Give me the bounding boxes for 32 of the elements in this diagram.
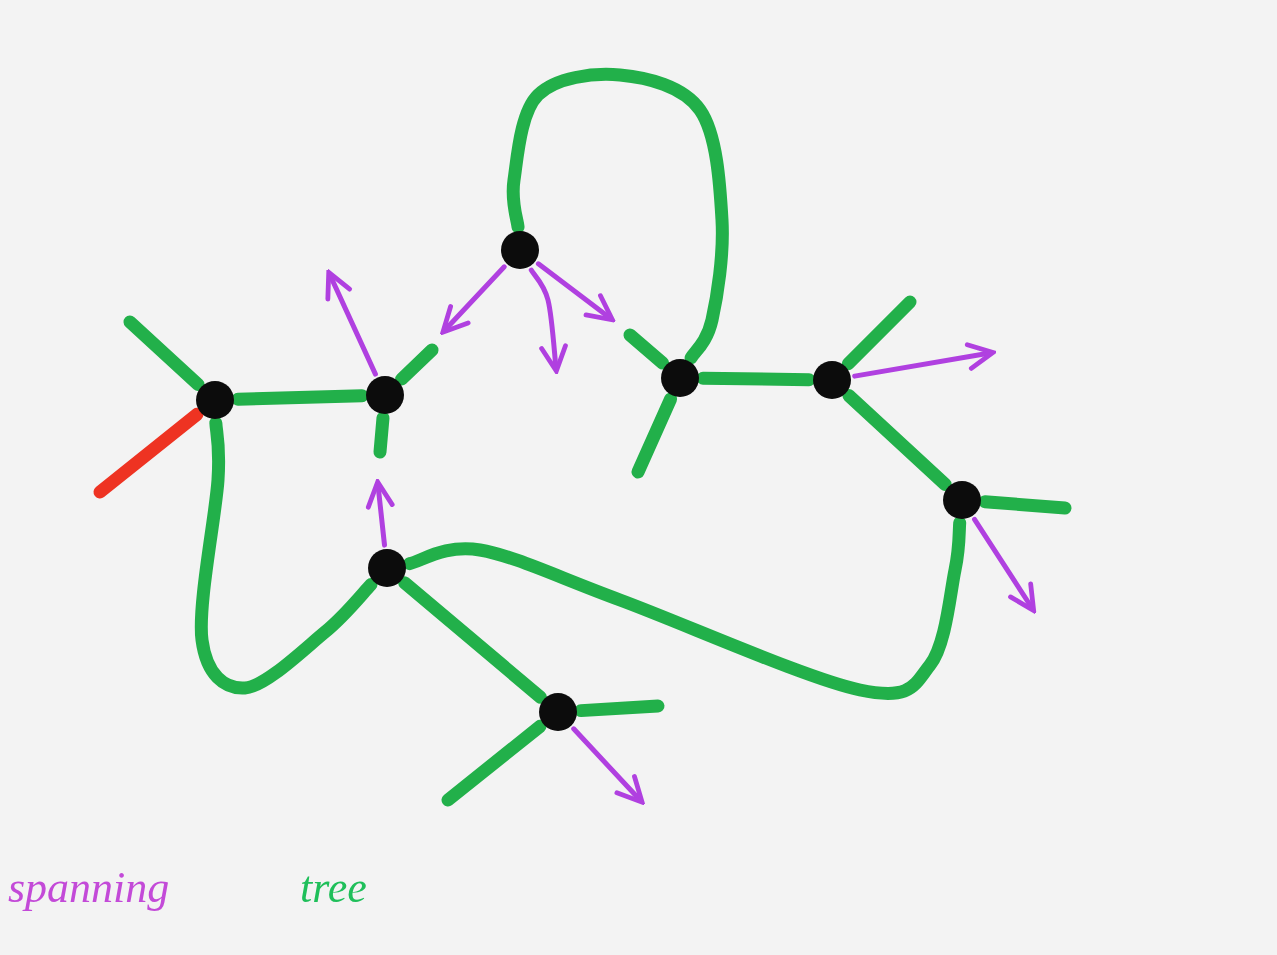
tree-edge bbox=[123, 315, 205, 391]
tree-edge bbox=[194, 416, 378, 695]
vertex-dot bbox=[501, 231, 539, 269]
arrow bbox=[365, 479, 395, 548]
tree-edge bbox=[403, 516, 967, 700]
tree-edge bbox=[373, 411, 390, 459]
tree-edge bbox=[93, 407, 204, 499]
tree-edge bbox=[842, 389, 952, 491]
handwritten-note: tree bbox=[300, 862, 367, 913]
tree-edge bbox=[398, 576, 547, 704]
arrow bbox=[852, 342, 996, 379]
vertex-dot bbox=[943, 481, 981, 519]
arrow bbox=[972, 516, 1037, 613]
arrow bbox=[535, 261, 615, 323]
arrow bbox=[325, 269, 378, 377]
vertex-dot bbox=[539, 693, 577, 731]
arrow bbox=[571, 726, 645, 805]
handwritten-note: spanning bbox=[8, 862, 170, 913]
vertex-dot bbox=[813, 361, 851, 399]
tree-edge bbox=[441, 719, 547, 807]
tree-edge bbox=[841, 295, 917, 371]
tree-edge bbox=[395, 343, 439, 386]
tree-edge bbox=[631, 392, 678, 479]
vertex-dot bbox=[196, 381, 234, 419]
arrow bbox=[440, 264, 507, 335]
vertex-dot bbox=[368, 549, 406, 587]
tree-edge bbox=[623, 328, 670, 370]
vertex-dot bbox=[366, 376, 404, 414]
tree-edge bbox=[978, 495, 1072, 515]
tree-edge bbox=[506, 67, 729, 365]
arrow bbox=[528, 267, 569, 374]
vertex-dot bbox=[661, 359, 699, 397]
